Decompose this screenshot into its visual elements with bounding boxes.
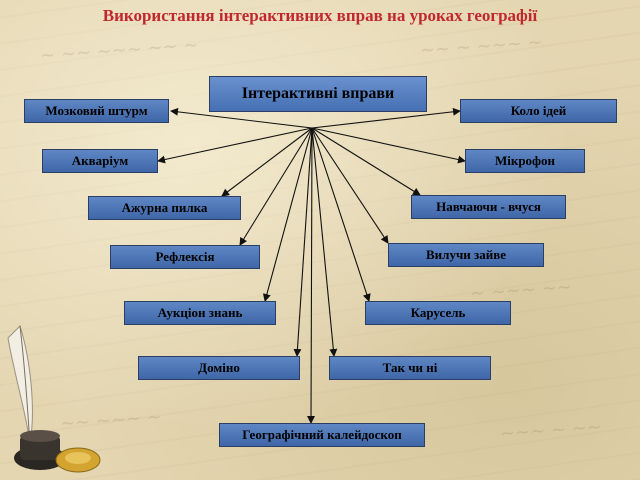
arrow-to-yes-no <box>311 127 338 357</box>
arrow-to-carousel <box>311 127 371 302</box>
node-learn-teach: Навчаючи - вчуся <box>411 195 566 219</box>
arrow-to-domino <box>293 127 313 357</box>
arrow-to-auction <box>262 127 313 302</box>
arrow-to-lace-saw <box>221 127 313 197</box>
arrow-to-kaleidoscope <box>307 127 316 424</box>
node-carousel: Карусель <box>365 301 511 325</box>
node-reflection: Рефлексія <box>110 245 260 269</box>
arrow-to-odd-one-out <box>311 127 389 244</box>
center-node: Інтерактивні вправи <box>209 76 427 112</box>
arrow-to-learn-teach <box>311 127 421 196</box>
arrow-to-circle <box>311 107 461 129</box>
arrow-to-reflection <box>239 127 313 246</box>
node-domino: Доміно <box>138 356 300 380</box>
node-aquarium: Акваріум <box>42 149 158 173</box>
page-title: Використання інтерактивних вправ на урок… <box>102 6 538 25</box>
node-yes-or-no: Так чи ні <box>329 356 491 380</box>
node-odd-one-out: Вилучи зайве <box>388 243 544 267</box>
node-geographic-kaleidoscope: Географічний калейдоскоп <box>219 423 425 447</box>
node-microphone: Мікрофон <box>465 149 585 173</box>
node-brainstorm: Мозковий штурм <box>24 99 169 123</box>
node-circle-of-ideas: Коло ідей <box>460 99 617 123</box>
arrow-to-microphone <box>311 127 466 164</box>
node-knowledge-auction: Аукціон знань <box>124 301 276 325</box>
node-lace-saw: Ажурна пилка <box>88 196 241 220</box>
arrow-to-brainstorm <box>170 107 313 129</box>
arrow-to-aquarium <box>157 127 313 164</box>
quill-and-inkwell-icon <box>7 325 101 473</box>
